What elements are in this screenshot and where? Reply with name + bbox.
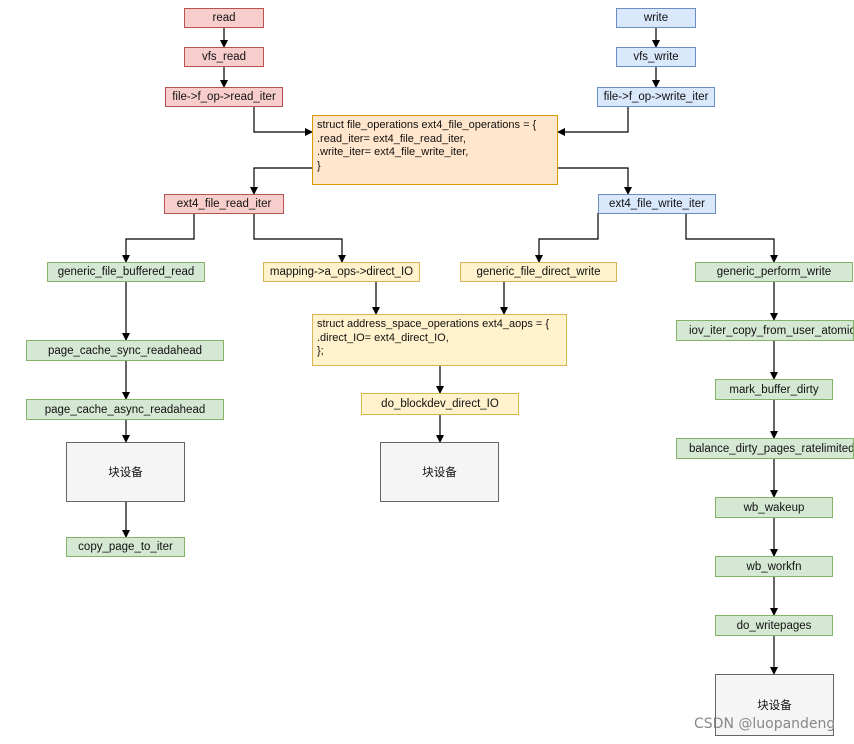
edge-writeiter-directwrite <box>535 213 599 263</box>
block-device-node-3: 块设备 <box>715 674 834 736</box>
ext4-file-read-iter-node: ext4_file_read_iter <box>164 194 284 214</box>
edge-writeiter-performwrite <box>685 213 778 263</box>
block-device-node-2: 块设备 <box>380 442 499 502</box>
vfs-read-node: vfs_read <box>184 47 264 67</box>
block-device-node-1: 块设备 <box>66 442 185 502</box>
file-operations-struct: struct file_operations ext4_file_operati… <box>312 115 558 185</box>
balance-dirty-pages-ratelimited-node: balance_dirty_pages_ratelimited <box>676 438 854 459</box>
address-space-operations-struct: struct address_space_operations ext4_aop… <box>312 314 567 366</box>
generic-file-direct-write-node: generic_file_direct_write <box>460 262 617 282</box>
edge-fileops-readiter <box>250 167 312 195</box>
page-cache-async-readahead-node: page_cache_async_readahead <box>26 399 224 420</box>
edge-read_iter-fileops <box>253 105 313 136</box>
write-iter-op-node: file->f_op->write_iter <box>597 87 715 107</box>
iov-iter-copy-from-user-atomic-node: iov_iter_copy_from_user_atomic <box>676 320 854 341</box>
aops-line-1: struct address_space_operations ext4_aop… <box>317 318 550 330</box>
copy-page-to-iter-node: copy_page_to_iter <box>66 537 185 557</box>
file-ops-line-2: .read_iter= ext4_file_read_iter, <box>317 132 466 145</box>
read-node: read <box>184 8 264 28</box>
mapping-direct-io-node: mapping->a_ops->direct_IO <box>263 262 420 282</box>
edge-write_iter-fileops <box>557 105 629 136</box>
vfs-write-node: vfs_write <box>616 47 696 67</box>
iov-iter-label: iov_iter_copy_from_user_atomic <box>689 324 854 337</box>
do-blockdev-direct-io-node: do_blockdev_direct_IO <box>361 393 519 415</box>
mark-buffer-dirty-node: mark_buffer_dirty <box>715 379 833 400</box>
aops-line-2: .direct_IO= ext4_direct_IO, <box>317 331 449 344</box>
page-cache-sync-readahead-node: page_cache_sync_readahead <box>26 340 224 361</box>
do-writepages-node: do_writepages <box>715 615 833 636</box>
wb-workfn-node: wb_workfn <box>715 556 833 577</box>
aops-line-3: }; <box>317 345 324 357</box>
edge-readiter-buffered <box>122 213 195 263</box>
file-ops-line-1: struct file_operations ext4_file_operati… <box>317 119 537 131</box>
wb-wakeup-node: wb_wakeup <box>715 497 833 518</box>
generic-file-buffered-read-node: generic_file_buffered_read <box>47 262 205 282</box>
read-iter-op-node: file->f_op->read_iter <box>165 87 283 107</box>
balance-dirty-label: balance_dirty_pages_ratelimited <box>689 442 854 455</box>
edge-readiter-mapping <box>253 213 346 263</box>
csdn-watermark: CSDN @luopandeng <box>694 716 836 732</box>
ext4-file-write-iter-node: ext4_file_write_iter <box>598 194 716 214</box>
file-ops-line-3: .write_iter= ext4_file_write_iter, <box>317 146 469 158</box>
write-node: write <box>616 8 696 28</box>
generic-perform-write-node: generic_perform_write <box>695 262 853 282</box>
edge-fileops-writeiter <box>558 167 632 195</box>
file-ops-line-4: } <box>317 159 321 172</box>
